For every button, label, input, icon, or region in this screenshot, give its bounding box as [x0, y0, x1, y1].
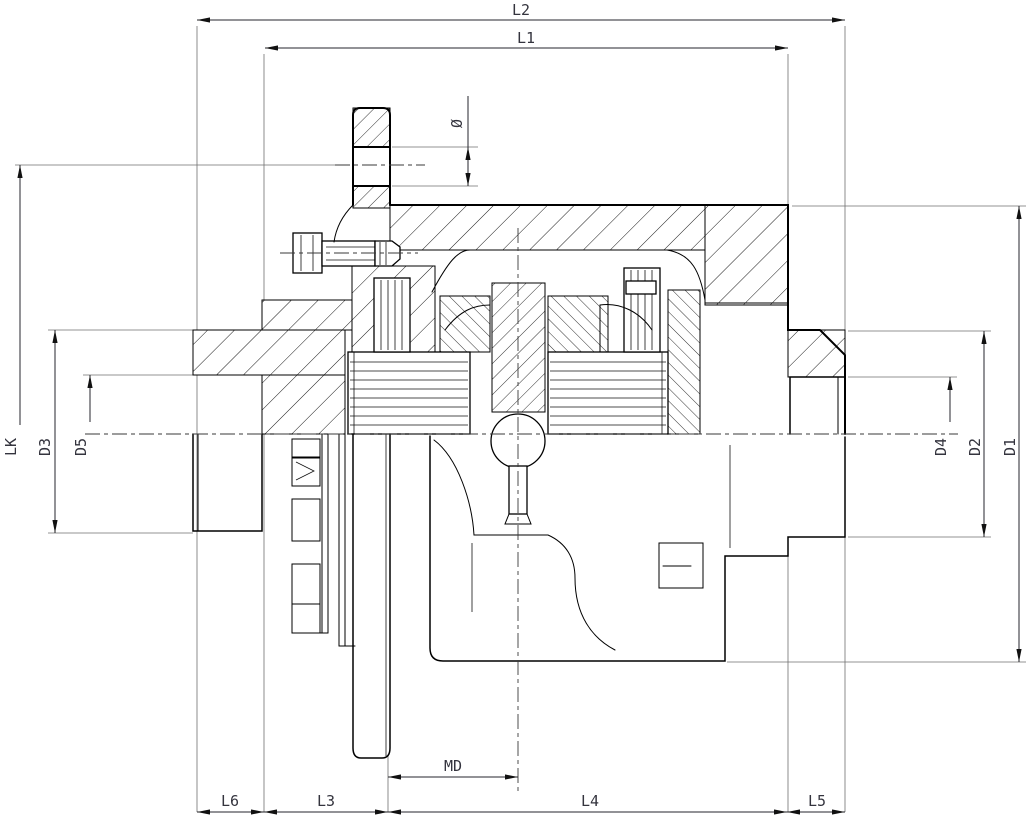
inner-hub-right-section: [547, 295, 609, 353]
flange-plate-section: [261, 299, 353, 331]
dim-label-diameter: Ø: [448, 119, 466, 128]
dim-label-l5: L5: [808, 792, 826, 810]
bolt-shank: [321, 240, 376, 267]
spline-pack-right: [547, 351, 669, 435]
inner-hub-left-section: [439, 295, 491, 353]
centerlines: [85, 164, 958, 792]
dimension-md: MD: [388, 757, 518, 780]
flange-ear-outline: [352, 107, 391, 206]
dim-label-l2: L2: [512, 1, 530, 19]
flange-ear-lower-section: [352, 185, 391, 209]
housing-right-block-section: [704, 204, 789, 306]
clamping-bolt: [292, 232, 401, 274]
dim-label-l4: L4: [581, 792, 599, 810]
dim-label-d3: D3: [36, 438, 54, 456]
dimension-l3: L3: [264, 792, 388, 815]
dim-label-l3: L3: [317, 792, 335, 810]
dimension-d4: D4: [932, 377, 953, 456]
casting-boss: [658, 542, 704, 589]
flange-disc-external: [352, 433, 391, 759]
housing-end-ring-section: [787, 329, 846, 378]
dim-label-l6: L6: [221, 792, 239, 810]
left-hub-ring-section: [192, 329, 346, 376]
dimension-d1: D1: [1001, 206, 1022, 662]
dimension-lk: LK: [2, 165, 23, 456]
part-outlines-upper: [333, 107, 846, 435]
cavity-ceiling: [431, 249, 789, 304]
dimension-d2: D2: [966, 331, 987, 537]
dimension-l6: L6: [197, 792, 264, 815]
left-hub-body-section: [261, 374, 346, 435]
dimension-d3: D3: [36, 330, 58, 533]
flange-fillet: [333, 204, 354, 243]
dimensions: L2 L1 Ø LK D3 D5 D4 D2: [2, 1, 1022, 815]
right-sleeve-section: [667, 289, 701, 435]
dimension-l5: L5: [787, 792, 845, 815]
part-outlines-lower: [192, 433, 846, 759]
dimension-l4: L4: [388, 792, 787, 815]
dim-label-d1: D1: [1001, 438, 1019, 456]
detail-parts: [292, 232, 669, 525]
dim-label-d4: D4: [932, 438, 950, 456]
dim-label-md: MD: [444, 757, 462, 775]
flange-ear-upper-section: [352, 107, 391, 148]
housing-top-band-section: [389, 204, 706, 251]
lamella-pack-left: [373, 277, 411, 353]
dim-label-d5: D5: [72, 438, 90, 456]
housing-bell-external: [429, 435, 846, 662]
dim-label-d2: D2: [966, 438, 984, 456]
dimension-l2: L2: [197, 1, 845, 23]
left-hub-external: [192, 433, 263, 532]
sectioned-parts: [192, 107, 846, 435]
snap-ring-groove: [625, 280, 657, 295]
housing-outline: [389, 204, 846, 435]
dim-label-lk: LK: [2, 438, 20, 456]
dimension-bolt-hole-diameter: Ø: [448, 96, 471, 186]
dimension-d5: D5: [72, 375, 93, 456]
bolt-column-external: [291, 433, 329, 634]
center-block-section: [491, 282, 546, 413]
dimension-l1: L1: [265, 29, 788, 51]
extension-lines: [15, 26, 1026, 812]
spline-pack-left: [347, 351, 471, 435]
bolt-tip: [374, 240, 401, 267]
dim-label-l1: L1: [517, 29, 535, 47]
housing-bore-edge: [789, 376, 846, 435]
